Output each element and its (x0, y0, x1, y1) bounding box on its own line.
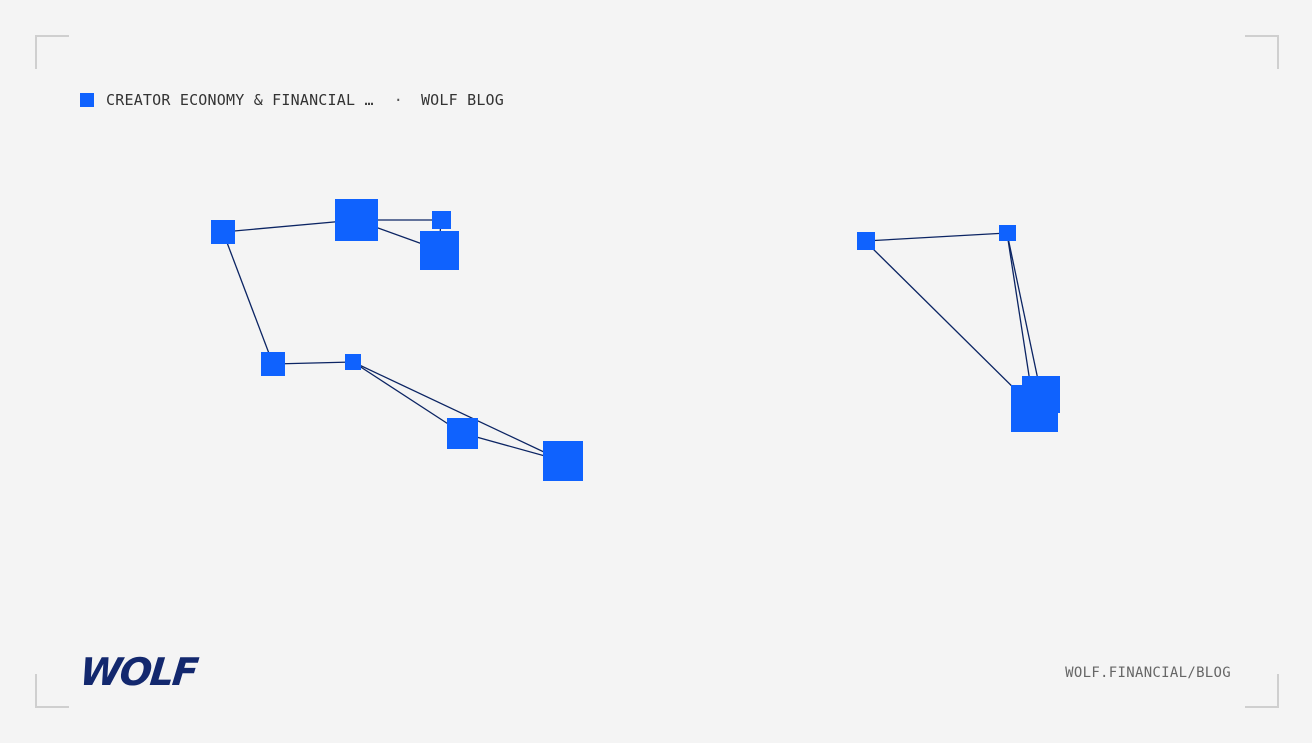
node (1011, 385, 1058, 432)
edge (352, 361, 564, 462)
node (345, 354, 361, 370)
corner-mark-bottom-left (35, 674, 69, 708)
blue-square-icon (80, 93, 94, 107)
edge (1006, 232, 1042, 395)
footer-url[interactable]: WOLF.FINANCIAL/BLOG (1065, 665, 1231, 681)
section-label: WOLF BLOG (420, 91, 505, 109)
node (261, 352, 285, 376)
node (211, 220, 235, 244)
node (857, 232, 875, 250)
node (432, 211, 451, 229)
corner-mark-top-right (1245, 35, 1279, 69)
corner-mark-bottom-right (1245, 674, 1279, 708)
edge (222, 219, 357, 233)
edge (272, 361, 354, 365)
header: CREATOR ECONOMY & FINANCIAL … · WOLF BLO… (80, 90, 504, 110)
node (420, 231, 459, 270)
node (999, 225, 1016, 241)
corner-mark-top-left (35, 35, 69, 69)
wolf-logo[interactable]: WOLF (77, 650, 199, 694)
header-separator: · (393, 91, 403, 109)
edge (864, 232, 1008, 242)
edge (864, 240, 1035, 409)
nodes (211, 199, 1060, 481)
edge (222, 231, 274, 365)
article-title: CREATOR ECONOMY & FINANCIAL … (106, 91, 374, 109)
node (447, 418, 478, 449)
node (335, 199, 378, 241)
edge (352, 361, 463, 434)
node (543, 441, 583, 481)
edges (222, 219, 1042, 462)
